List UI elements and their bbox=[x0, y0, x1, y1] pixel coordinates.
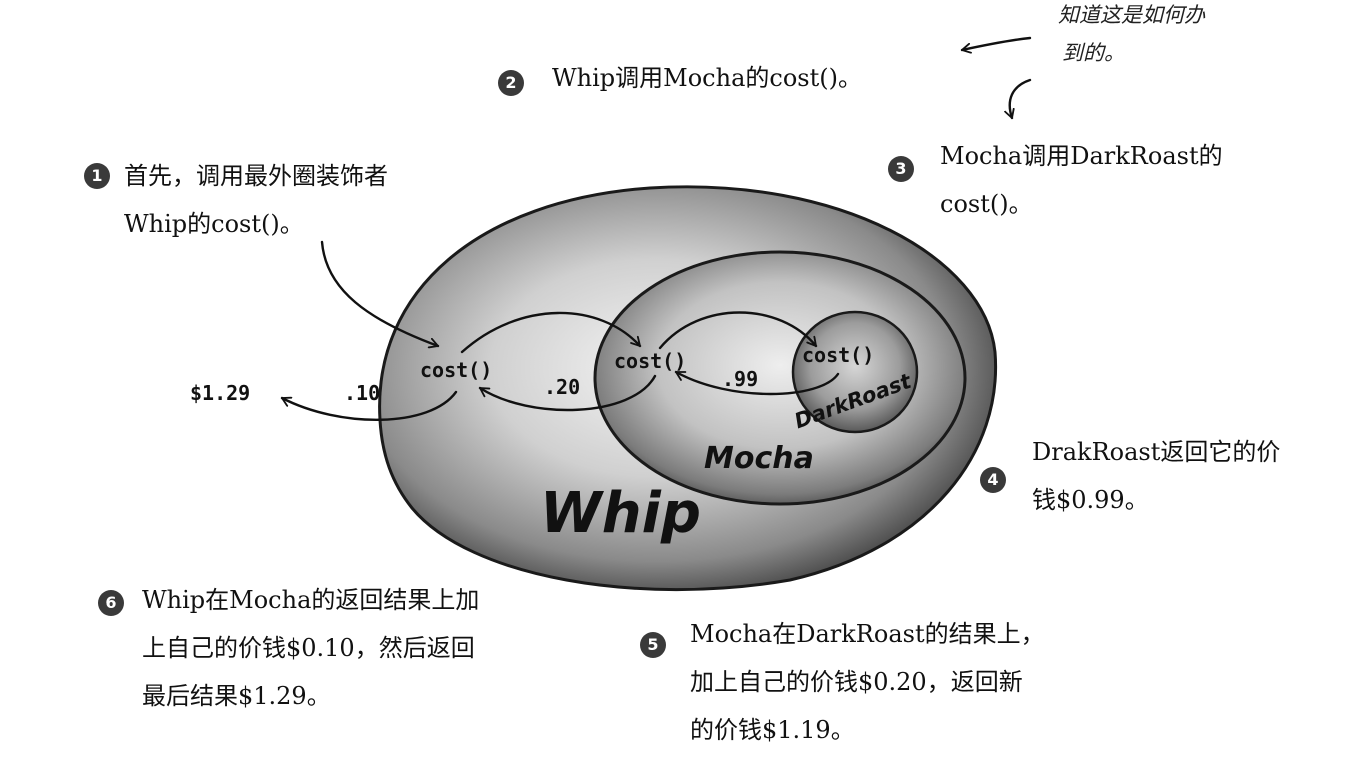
return-value-mocha: .20 bbox=[544, 375, 580, 399]
step-4-text: DrakRoast返回它的价 钱$0.99。 bbox=[1032, 428, 1280, 524]
darkroast-layer bbox=[791, 310, 919, 434]
return-arrow-whip-to-total bbox=[280, 390, 458, 421]
step-1-line: Whip的cost()。 bbox=[124, 210, 304, 238]
mocha-cost-label: cost() bbox=[614, 349, 686, 373]
call-arrow-whip-to-mocha bbox=[460, 311, 642, 354]
darkroast-cost-label: cost() bbox=[802, 343, 874, 367]
step-3-text: Mocha调用DarkRoast的 cost()。 bbox=[940, 132, 1223, 228]
step-number-badge: 2 bbox=[498, 70, 524, 96]
step-1-line: 首先，调用最外圈装饰者 bbox=[124, 162, 388, 190]
step-2-line: Whip调用Mocha的cost()。 bbox=[552, 64, 862, 92]
note-arrow-left bbox=[960, 36, 1032, 54]
step-5-line: 加上自己的价钱$0.20，返回新 bbox=[690, 668, 1023, 696]
handwritten-note-line: 到的。 bbox=[1062, 41, 1125, 65]
step-6-line: 上自己的价钱$0.10，然后返回 bbox=[142, 634, 475, 662]
step1-pointer-arrow bbox=[320, 240, 440, 349]
whip-name: Whip bbox=[540, 481, 701, 546]
step-4-line: DrakRoast返回它的价 bbox=[1032, 438, 1281, 466]
step-3-line: Mocha调用DarkRoast的 bbox=[940, 142, 1223, 170]
step-4-line: 钱$0.99。 bbox=[1032, 486, 1149, 514]
handwritten-note: 知道这是如何办 到的。 bbox=[1058, 0, 1205, 72]
return-arrow-darkroast-to-mocha bbox=[674, 370, 840, 396]
step-1-text: 首先，调用最外圈装饰者 Whip的cost()。 bbox=[124, 152, 388, 248]
step-2-text: Whip调用Mocha的cost()。 bbox=[552, 54, 862, 102]
step-5-line: 的价钱$1.19。 bbox=[690, 716, 855, 744]
step-number-badge: 1 bbox=[84, 163, 110, 189]
step-3-line: cost()。 bbox=[940, 190, 1033, 218]
handwritten-note-line: 知道这是如何办 bbox=[1058, 3, 1205, 27]
total-price: $1.29 bbox=[190, 381, 250, 405]
note-arrow-down bbox=[1004, 78, 1032, 120]
return-value-darkroast: .99 bbox=[722, 367, 758, 391]
mocha-name: Mocha bbox=[704, 441, 814, 476]
return-arrow-mocha-to-whip bbox=[478, 374, 657, 412]
step-number-badge: 3 bbox=[888, 156, 914, 182]
step-6-line: 最后结果$1.29。 bbox=[142, 682, 331, 710]
step-number-badge: 4 bbox=[980, 467, 1006, 493]
step-6-line: Whip在Mocha的返回结果上加 bbox=[142, 586, 480, 614]
return-value-whip: .10 bbox=[344, 381, 380, 405]
whip-cost-label: cost() bbox=[420, 358, 492, 382]
step-6-text: Whip在Mocha的返回结果上加 上自己的价钱$0.10，然后返回 最后结果$… bbox=[142, 576, 479, 720]
call-arrow-mocha-to-darkroast bbox=[658, 311, 818, 350]
step-number-badge: 5 bbox=[640, 632, 666, 658]
step-5-line: Mocha在DarkRoast的结果上， bbox=[690, 620, 1045, 648]
step-5-text: Mocha在DarkRoast的结果上， 加上自己的价钱$0.20，返回新 的价… bbox=[690, 610, 1045, 754]
step-number-badge: 6 bbox=[98, 590, 124, 616]
